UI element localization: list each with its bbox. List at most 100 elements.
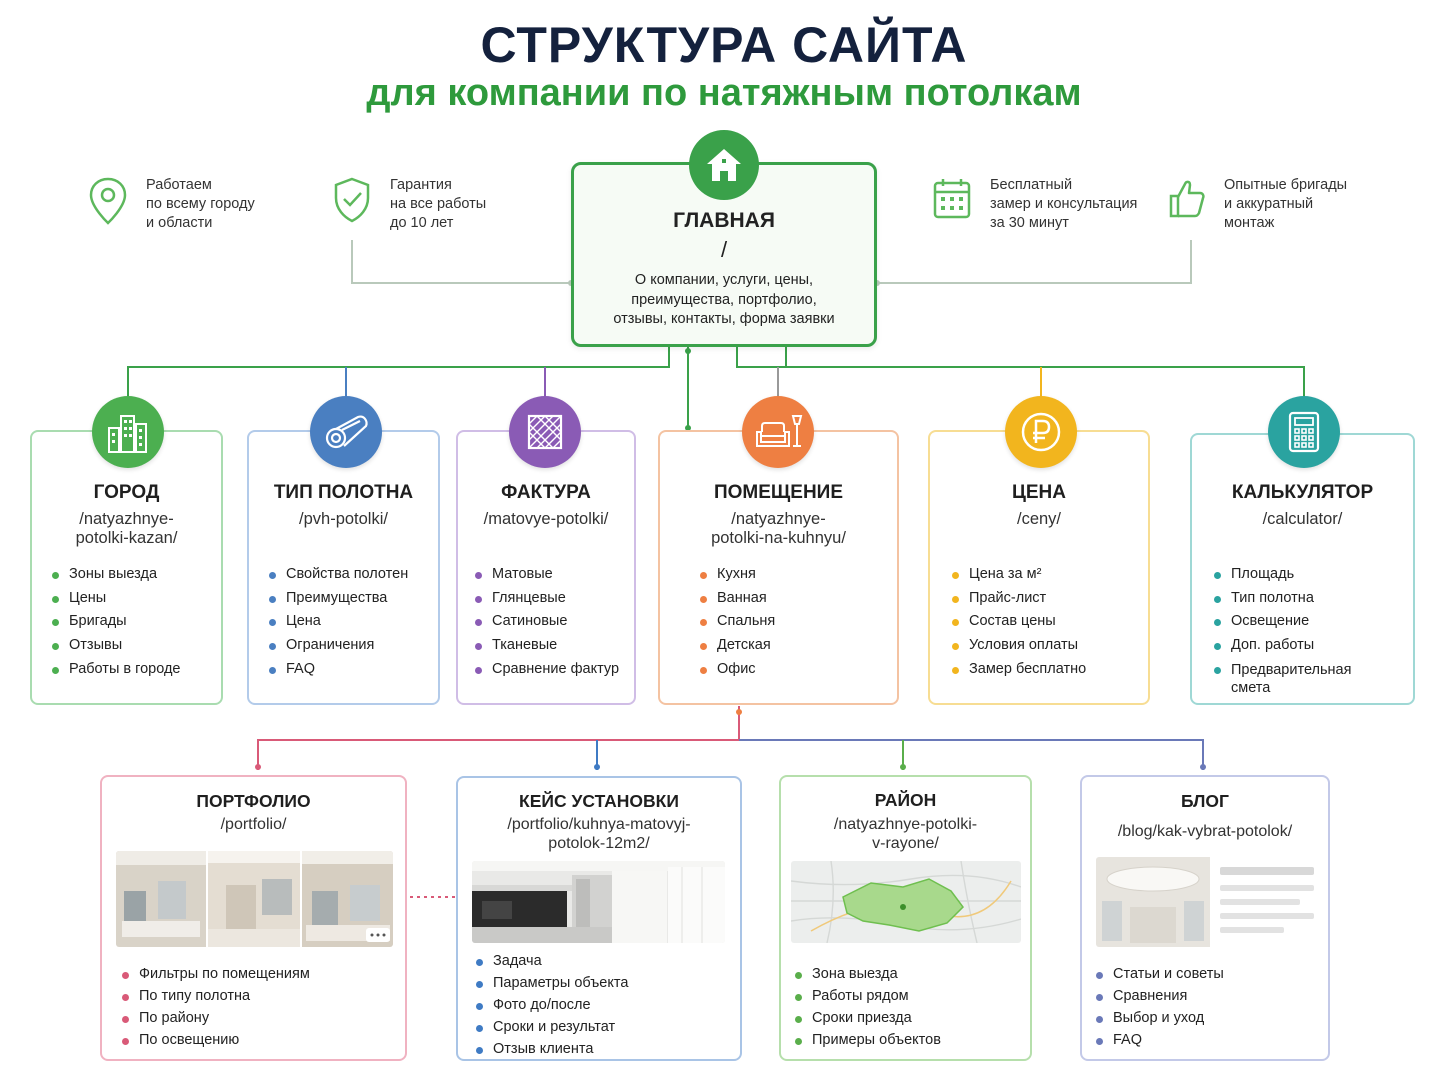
feature-coverage-line-3: и области	[146, 215, 213, 231]
thumbs-up-icon	[1168, 176, 1206, 225]
card-install-case-url-line-1: /portfolio/kuhnya-matovyj-	[507, 816, 691, 833]
blog-preview[interactable]	[1096, 857, 1326, 947]
card-price-url-line-1: /ceny/	[1016, 510, 1062, 528]
card-portfolio[interactable]: ПОРТФОЛИО /portfolio/	[100, 775, 407, 1061]
feature-guarantee-line-2: на все работы	[390, 196, 487, 212]
card-texture-url: /matovye-potolki/	[464, 510, 628, 529]
card-texture-title: ФАКТУРА	[501, 482, 591, 503]
district-map[interactable]	[791, 861, 1021, 943]
card-price-list: Цена за м² Прайс-лист Состав цены Услови…	[952, 563, 1086, 682]
feature-crews-text: Опытные бригады и аккуратный монтаж	[1224, 176, 1369, 233]
shield-check-icon	[332, 176, 372, 229]
list-item[interactable]: Предварительная смета	[1214, 658, 1364, 697]
list-item[interactable]: Работы рядом	[795, 985, 941, 1007]
list-item[interactable]: Цены	[52, 587, 181, 611]
list-item[interactable]: Статьи и советы	[1096, 963, 1224, 985]
card-blog[interactable]: БЛОГ /blog/kak-vybrat-potolok/ Статьи и …	[1080, 775, 1330, 1061]
list-item[interactable]: Преимущества	[269, 587, 408, 611]
card-city[interactable]: ГОРОД /natyazhnye- potolki-kazan/ Зоны в…	[30, 430, 223, 705]
list-item[interactable]: Спальня	[700, 610, 775, 634]
card-calculator-url: /calculator/	[1198, 510, 1407, 529]
list-item[interactable]: Работы в городе	[52, 658, 181, 682]
list-item[interactable]: Бригады	[52, 610, 181, 634]
list-item[interactable]: Сатиновые	[475, 610, 619, 634]
card-city-title: ГОРОД	[93, 482, 160, 503]
list-item[interactable]: Цена за м²	[952, 563, 1086, 587]
card-blog-url: /blog/kak-vybrat-potolok/	[1088, 822, 1322, 841]
card-price-url: /ceny/	[936, 510, 1142, 529]
sofa-lamp-icon	[742, 396, 814, 468]
kitchen-photo[interactable]	[472, 861, 725, 943]
list-item[interactable]: Цена	[269, 610, 408, 634]
list-item[interactable]: Тип полотна	[1214, 587, 1404, 611]
list-item[interactable]: По типу полотна	[122, 985, 310, 1007]
list-item[interactable]: Примеры объектов	[795, 1029, 941, 1051]
feature-measure: Бесплатный замер и консультация за 30 ми…	[932, 176, 1150, 233]
list-item[interactable]: Площадь	[1214, 563, 1404, 587]
list-item[interactable]: Ограничения	[269, 634, 408, 658]
list-item[interactable]: Сравнения	[1096, 985, 1224, 1007]
card-room-url-line-2: potolki-na-kuhnyu/	[711, 529, 846, 547]
card-fabric-type-title: ТИП ПОЛОТНА	[273, 482, 414, 503]
card-calculator[interactable]: КАЛЬКУЛЯТОР /calculator/ Площадь Тип пол…	[1190, 433, 1415, 705]
list-item[interactable]: FAQ	[1096, 1029, 1224, 1051]
card-install-case[interactable]: КЕЙС УСТАНОВКИ /portfolio/kuhnya-matovyj…	[456, 776, 742, 1061]
connector-feature-measure	[877, 240, 1192, 284]
list-item[interactable]: Сравнение фактур	[475, 658, 619, 682]
feature-guarantee: Гарантия на все работы до 10 лет	[332, 176, 525, 233]
card-district-url-line-2: v-rayone/	[872, 835, 939, 852]
main-desc-line-1: О компании, услуги, цены,	[634, 272, 814, 288]
list-item[interactable]: Фильтры по помещениям	[122, 963, 310, 985]
list-item[interactable]: Кухня	[700, 563, 775, 587]
card-room[interactable]: ПОМЕЩЕНИЕ /natyazhnye- potolki-na-kuhnyu…	[658, 430, 899, 705]
feature-guarantee-text: Гарантия на все работы до 10 лет	[390, 176, 525, 233]
portfolio-photos[interactable]	[116, 851, 393, 947]
list-item[interactable]: Зона выезда	[795, 963, 941, 985]
list-item[interactable]: По освещению	[122, 1029, 310, 1051]
main-page-node[interactable]: ГЛАВНАЯ / О компании, услуги, цены, преи…	[571, 162, 877, 347]
list-item[interactable]: Замер бесплатно	[952, 658, 1086, 682]
list-item[interactable]: Отзывы	[52, 634, 181, 658]
card-fabric-type[interactable]: ТИП ПОЛОТНА /pvh-potolki/ Свойства полот…	[247, 430, 440, 705]
list-item[interactable]: Отзыв клиента	[476, 1038, 628, 1060]
list-item[interactable]: Доп. работы	[1214, 634, 1404, 658]
list-item[interactable]: Офис	[700, 658, 775, 682]
list-item[interactable]: Сроки приезда	[795, 1007, 941, 1029]
list-item[interactable]: Детская	[700, 634, 775, 658]
card-calculator-url-line-1: /calculator/	[1262, 510, 1343, 528]
list-item[interactable]: Зоны выезда	[52, 563, 181, 587]
feature-measure-line-1: Бесплатный	[990, 177, 1073, 193]
list-item[interactable]: Глянцевые	[475, 587, 619, 611]
list-item[interactable]: Освещение	[1214, 610, 1404, 634]
card-install-case-url: /portfolio/kuhnya-matovyj- potolok-12m2/	[464, 815, 734, 853]
card-price[interactable]: ЦЕНА /ceny/ Цена за м² Прайс-лист Состав…	[928, 430, 1150, 705]
location-pin-icon	[88, 176, 128, 231]
card-texture[interactable]: ФАКТУРА /matovye-potolki/ Матовые Глянце…	[456, 430, 636, 705]
list-item[interactable]: Параметры объекта	[476, 972, 628, 994]
list-item[interactable]: Фото до/после	[476, 994, 628, 1016]
feature-measure-text: Бесплатный замер и консультация за 30 ми…	[990, 176, 1150, 233]
feature-crews-line-2: и аккуратный	[1224, 196, 1314, 212]
list-item[interactable]: Задача	[476, 950, 628, 972]
list-item[interactable]: Выбор и уход	[1096, 1007, 1224, 1029]
list-item[interactable]: Матовые	[475, 563, 619, 587]
list-item[interactable]: По району	[122, 1007, 310, 1029]
texture-pattern-icon	[509, 396, 581, 468]
card-portfolio-url-line-1: /portfolio/	[220, 816, 287, 833]
list-item[interactable]: FAQ	[269, 658, 408, 682]
card-blog-list: Статьи и советы Сравнения Выбор и уход F…	[1096, 963, 1224, 1051]
list-item[interactable]: Тканевые	[475, 634, 619, 658]
fabric-roll-icon	[310, 396, 382, 468]
list-item[interactable]: Сроки и результат	[476, 1016, 628, 1038]
list-item[interactable]: Условия оплаты	[952, 634, 1086, 658]
list-item[interactable]: Прайс-лист	[952, 587, 1086, 611]
main-desc-line-3: отзывы, контакты, форма заявки	[613, 311, 835, 327]
list-item[interactable]: Состав цены	[952, 610, 1086, 634]
card-district[interactable]: РАЙОН /natyazhnye-potolki- v-rayone/	[779, 775, 1032, 1061]
card-fabric-type-url-line-1: /pvh-potolki/	[299, 510, 388, 528]
list-item[interactable]: Свойства полотен	[269, 563, 408, 587]
main-page-title: ГЛАВНАЯ	[673, 209, 775, 232]
list-item[interactable]: Ванная	[700, 587, 775, 611]
connector-blog	[739, 739, 1204, 770]
card-calculator-list: Площадь Тип полотна Освещение Доп. работ…	[1214, 563, 1404, 697]
